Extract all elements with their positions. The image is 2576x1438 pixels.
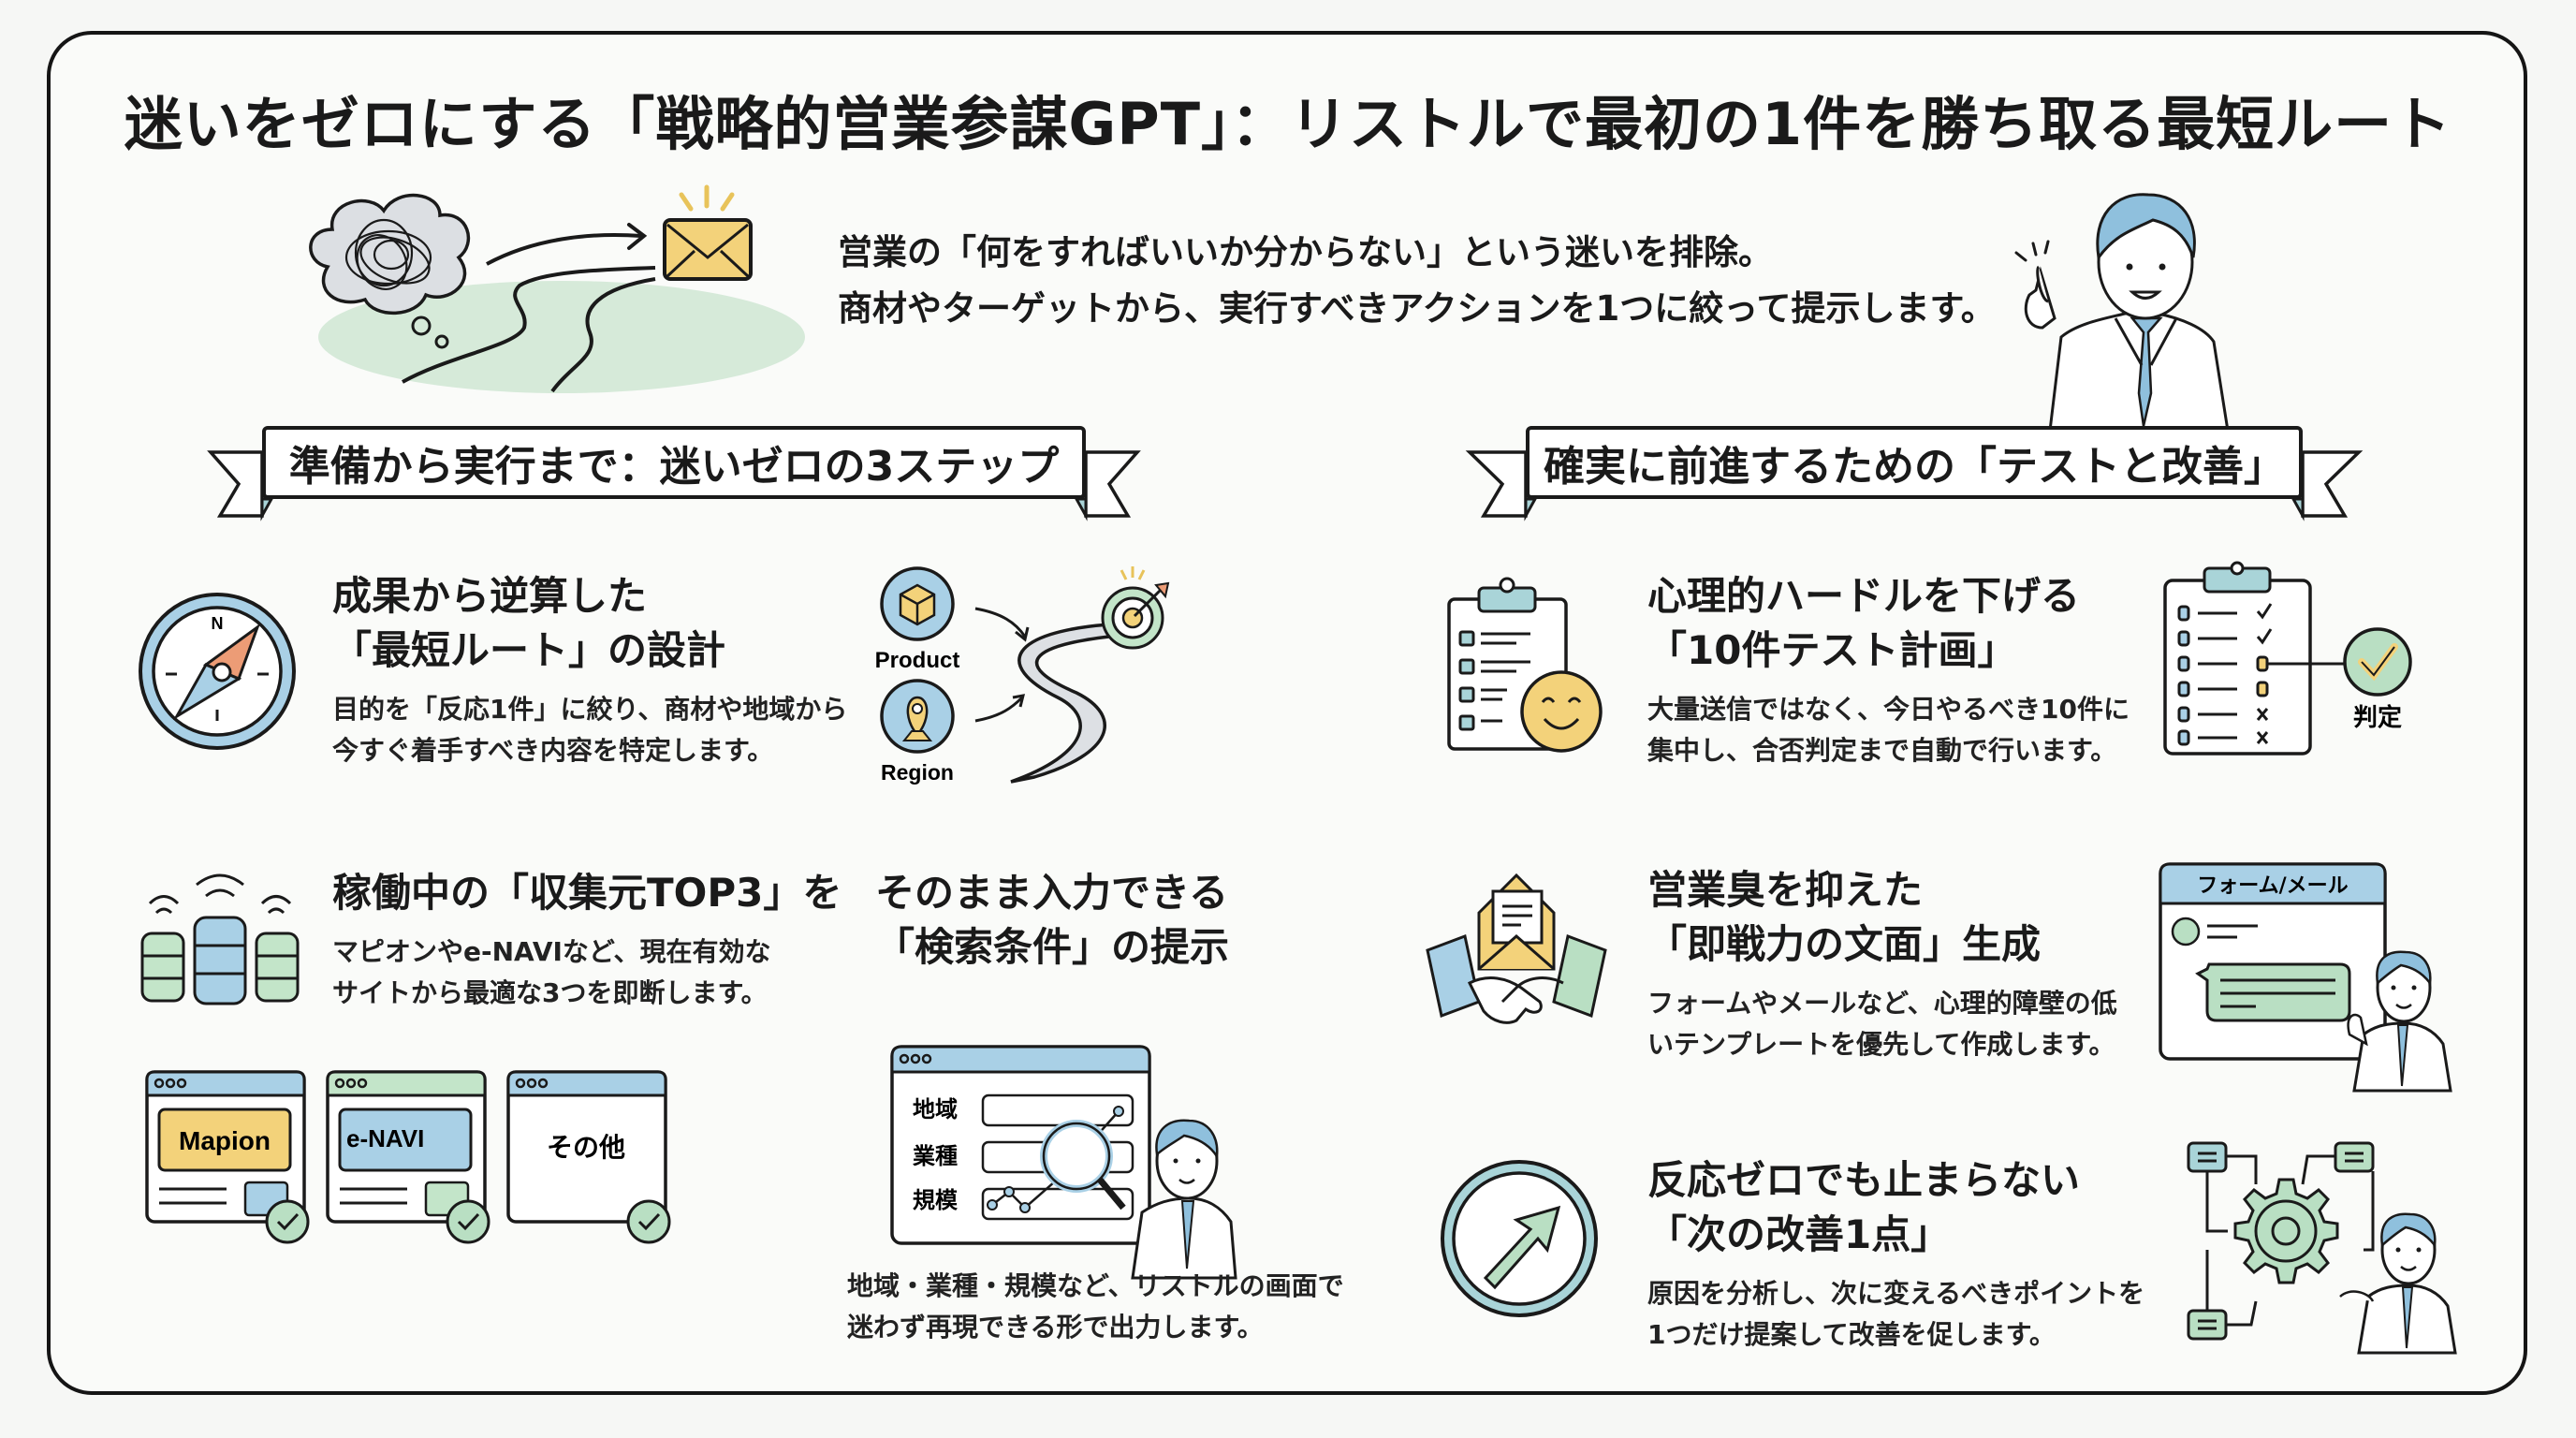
step-heading: 稼働中の「収集元TOP3」を xyxy=(332,870,842,916)
database-signal-icon xyxy=(140,873,300,1005)
clipboard-smile-icon xyxy=(1447,577,1603,753)
step-desc: いテンプレートを優先して作成します。 xyxy=(1647,1029,2115,1060)
svg-text:e-NAVI: e-NAVI xyxy=(346,1124,424,1152)
step-desc: 原因を分析し、次に変えるべきポイントを xyxy=(1647,1278,2145,1309)
step-heading: 「次の改善1点」 xyxy=(1647,1211,1951,1257)
form-mail-window-illustration: フォーム/メール xyxy=(2159,862,2452,1093)
step-heading: 「検索条件」の提示 xyxy=(875,924,1230,970)
left-section-banner: 準備から実行まで：迷いゼロの3ステップ xyxy=(207,426,1141,521)
thought-cloud-icon xyxy=(309,194,470,349)
svg-text:その他: その他 xyxy=(547,1132,625,1163)
step-desc: 迷わず再現できる形で出力します。 xyxy=(847,1312,1264,1343)
right-section-banner: 確実に前進するための「テストと改善」 xyxy=(1465,426,2364,521)
businessman-icon xyxy=(2347,950,2452,1093)
left-banner-label: 準備から実行まで：迷いゼロの3ステップ xyxy=(262,426,1086,499)
svg-text:規模: 規模 xyxy=(913,1187,959,1213)
arrow-up-right-circle-icon xyxy=(1441,1160,1598,1317)
region-pin-icon xyxy=(880,679,955,754)
database-small-right xyxy=(255,932,300,1003)
step-desc: サイトから最適な3つを即断します。 xyxy=(332,977,768,1008)
businessman-icon xyxy=(2339,1212,2457,1355)
step-heading: 反応ゼロでも止まらない xyxy=(1647,1157,2081,1203)
step-heading: 「即戦力の文面」生成 xyxy=(1647,921,2042,967)
gear-icon xyxy=(2233,1178,2339,1284)
product-region-road-illustration: Product Region xyxy=(875,566,1170,785)
businessman-icon xyxy=(1131,1119,1237,1280)
step-search-desc: 地域・業種・規模など、リストルの画面で 迷わず再現できる形で出力します。 xyxy=(847,1266,1344,1348)
judgement-checklist-icon: 判定 xyxy=(2163,561,2412,756)
step-collection-sources: 稼働中の「収集元TOP3」を マピオンやe-NAVIなど、現在有効な サイトから… xyxy=(332,866,842,1014)
svg-text:Product: Product xyxy=(875,648,960,673)
step-desc: 今すぐ着手すべき内容を特定します。 xyxy=(332,735,774,766)
compass-icon: N xyxy=(139,593,296,750)
step-desc: 1つだけ提案して改善を促します。 xyxy=(1647,1319,2056,1350)
step-heading: そのまま入力できる xyxy=(875,870,1229,916)
page-title: 迷いをゼロにする「戦略的営業参謀GPT」：リストルで最初の1件を勝ち取る最短ルー… xyxy=(124,90,2452,158)
step-heading: 心理的ハードルを下げる xyxy=(1647,573,2081,619)
site-windows: Mapion e-NAVI その他 xyxy=(142,1067,671,1255)
gear-improvement-illustration xyxy=(2187,1141,2457,1355)
step-route-design: 成果から逆算した 「最短ルート」の設計 目的を「反応1件」に絞り、商材や地域から… xyxy=(332,569,847,771)
envelope-icon xyxy=(663,184,753,281)
step-desc: 集中し、合否判定まで自動で行います。 xyxy=(1647,735,2117,766)
confusion-to-envelope-illustration xyxy=(309,184,805,393)
step-next-improvement: 反応ゼロでも止まらない 「次の改善1点」 原因を分析し、次に変えるべきポイントを… xyxy=(1647,1153,2144,1356)
site-window-mapion: Mapion xyxy=(145,1070,310,1244)
svg-text:Region: Region xyxy=(881,760,954,785)
svg-text:Mapion: Mapion xyxy=(179,1126,271,1155)
intro-line-1: 営業の「何をすればいいか分からない」という迷いを排除。 xyxy=(838,232,1773,272)
intro-text: 営業の「何をすればいいか分からない」という迷いを排除。 商材やターゲットから、実… xyxy=(838,225,1996,337)
site-window-enavi: e-NAVI xyxy=(326,1070,490,1244)
product-icon xyxy=(880,566,955,641)
step-desc: 地域・業種・規模など、リストルの画面で xyxy=(847,1270,1344,1301)
database-small-left xyxy=(140,932,185,1003)
step-heading: 成果から逆算した xyxy=(332,573,648,619)
step-heading: 営業臭を抑えた xyxy=(1647,867,1924,913)
step-10-test-plan: 心理的ハードルを下げる 「10件テスト計画」 大量送信ではなく、今日やるべき10… xyxy=(1647,569,2130,771)
database-large-center xyxy=(193,916,247,1005)
svg-text:業種: 業種 xyxy=(913,1143,958,1169)
magnifier-icon xyxy=(1040,1120,1126,1211)
search-conditions-window-illustration: 地域 業種 規模 xyxy=(890,1045,1237,1280)
step-desc: フォームやメールなど、心理的障壁の低 xyxy=(1647,988,2117,1019)
step-heading: 「10件テスト計画」 xyxy=(1647,627,2017,673)
svg-text:N: N xyxy=(212,614,224,633)
svg-text:判定: 判定 xyxy=(2353,703,2402,732)
svg-text:地域: 地域 xyxy=(913,1096,958,1123)
intro-line-2: 商材やターゲットから、実行すべきアクションを1つに絞って提示します。 xyxy=(838,288,1996,329)
step-desc: マピオンやe-NAVIなど、現在有効な xyxy=(332,936,771,967)
target-icon xyxy=(1101,566,1170,650)
step-heading: 「最短ルート」の設計 xyxy=(332,627,726,673)
businessman-pointing-illustration xyxy=(2014,193,2230,433)
step-desc: 目的を「反応1件」に絞り、商材や地域から xyxy=(332,694,848,725)
step-search-conditions: そのまま入力できる 「検索条件」の提示 xyxy=(875,866,1229,975)
step-ready-message: 営業臭を抑えた 「即戦力の文面」生成 フォームやメールなど、心理的障壁の低 いテ… xyxy=(1647,863,2117,1065)
site-window-other: その他 xyxy=(506,1070,671,1244)
handshake-envelope-icon xyxy=(1426,873,1607,1024)
svg-text:フォーム/メール: フォーム/メール xyxy=(2197,874,2348,898)
right-banner-label: 確実に前進するための「テストと改善」 xyxy=(1526,426,2303,499)
step-desc: 大量送信ではなく、今日やるべき10件に xyxy=(1647,694,2130,725)
